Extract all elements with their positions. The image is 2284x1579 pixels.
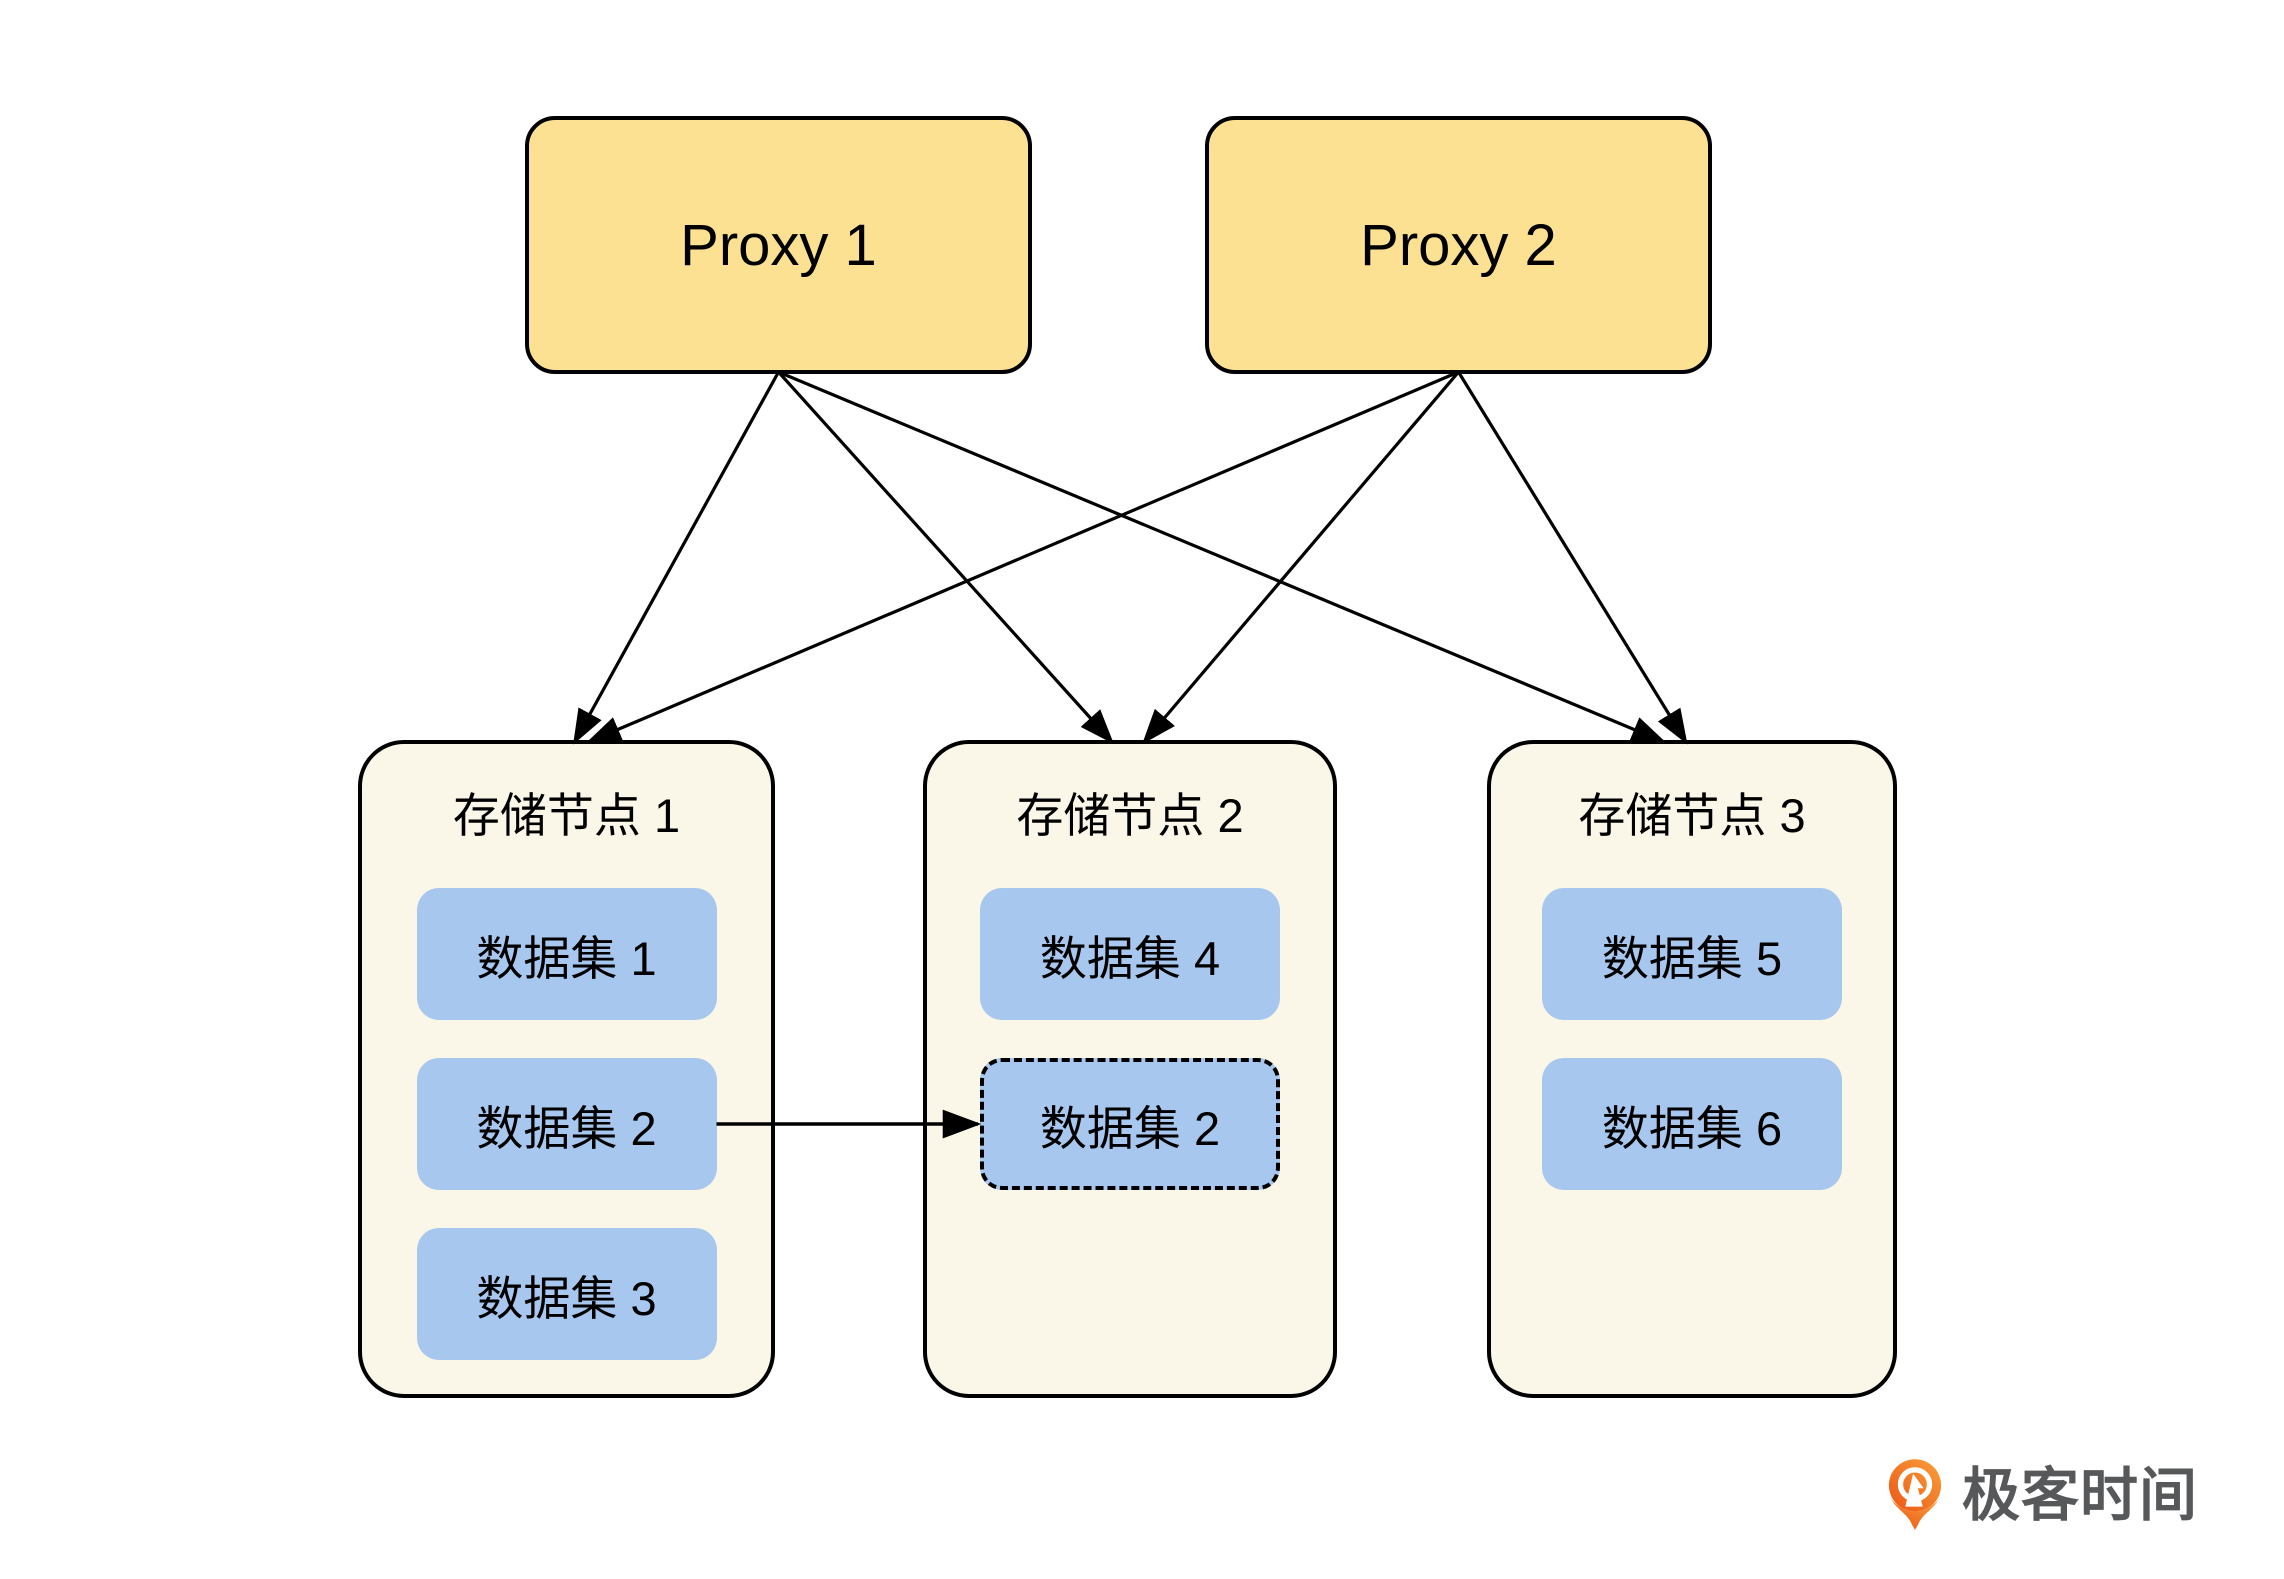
storage-node-1: 存储节点 1 数据集 1 数据集 2 数据集 3 <box>358 740 775 1398</box>
dataset-box-3: 数据集 3 <box>416 1228 717 1360</box>
dataset-box-2-replica-dashed: 数据集 2 <box>980 1058 1280 1190</box>
dataset-box-4: 数据集 4 <box>980 888 1280 1020</box>
storage-node-3: 存储节点 3 数据集 5 数据集 6 <box>1487 740 1897 1398</box>
dataset-box-1: 数据集 1 <box>416 888 717 1020</box>
proxy-2-box: Proxy 2 <box>1205 116 1712 374</box>
geektime-logo-icon <box>1888 1459 1942 1530</box>
storage-node-1-title: 存储节点 1 <box>452 789 681 842</box>
proxy-2-label: Proxy 2 <box>1360 212 1557 278</box>
dataset-box-2: 数据集 2 <box>416 1058 717 1190</box>
storage-node-2-title: 存储节点 2 <box>1016 789 1244 842</box>
proxy-1-box: Proxy 1 <box>525 116 1032 374</box>
geektime-logo-text: 极客时间 <box>1962 1463 2199 1528</box>
proxy-1-label: Proxy 1 <box>680 212 877 278</box>
storage-node-2: 存储节点 2 数据集 4 数据集 2 <box>923 740 1337 1398</box>
geektime-logo: 极客时间 <box>1886 1458 2198 1534</box>
storage-node-3-title: 存储节点 3 <box>1578 789 1806 842</box>
dataset-box-6: 数据集 6 <box>1542 1058 1842 1190</box>
dataset-box-5: 数据集 5 <box>1542 888 1842 1020</box>
